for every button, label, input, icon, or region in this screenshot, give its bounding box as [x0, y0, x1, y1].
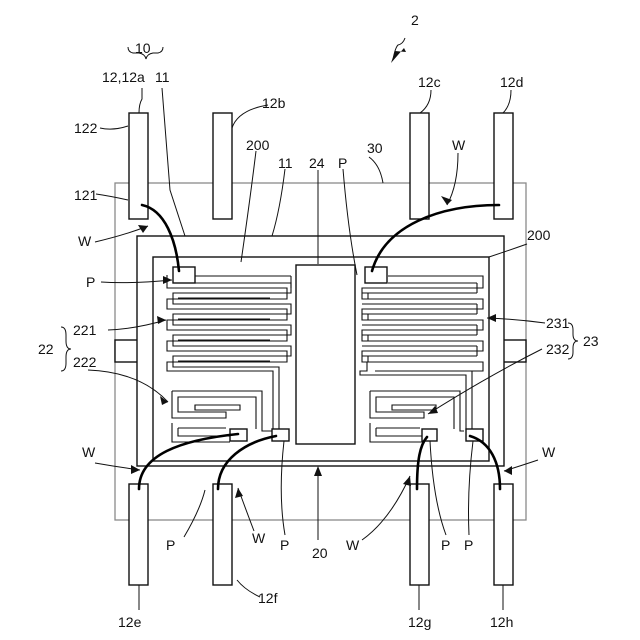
- lead-12e: [129, 484, 148, 585]
- label-200-left: 200: [246, 137, 270, 153]
- pad-p2: [365, 267, 387, 283]
- label-23: 23: [583, 333, 599, 349]
- lead-12h: [494, 484, 513, 585]
- label-231: 231: [546, 315, 570, 331]
- lead-12c: [410, 113, 429, 219]
- label-p-1: P: [166, 537, 175, 553]
- label-p-2: P: [280, 537, 289, 553]
- label-w-low-right: W: [542, 444, 556, 460]
- label-w-top-right: W: [452, 137, 466, 153]
- label-12d: 12d: [500, 74, 523, 90]
- label-p-top: P: [338, 155, 347, 171]
- label-11-mid: 11: [278, 155, 293, 171]
- label-12h: 12h: [490, 614, 513, 630]
- label-w-bottom-1: W: [252, 530, 266, 546]
- label-20: 20: [312, 545, 328, 561]
- figure-number: 2: [411, 12, 419, 28]
- label-121: 121: [74, 187, 98, 203]
- label-p-3: P: [441, 537, 450, 553]
- label-122: 122: [74, 120, 98, 136]
- label-12b: 12b: [262, 95, 286, 111]
- label-12g: 12g: [408, 614, 431, 630]
- label-200-right: 200: [527, 227, 551, 243]
- label-w-bottom-2: W: [346, 537, 360, 553]
- label-12-12a: 12,12a: [102, 69, 145, 85]
- label-12c: 12c: [418, 74, 441, 90]
- label-p-4: P: [464, 537, 473, 553]
- label-w-left: W: [78, 233, 92, 249]
- label-p-left: P: [86, 274, 95, 290]
- lead-12b: [213, 113, 232, 219]
- pad-p1: [173, 267, 195, 283]
- lead-12g: [410, 484, 429, 585]
- pad-p6: [466, 429, 483, 441]
- label-222: 222: [73, 354, 97, 370]
- label-10: 10: [135, 40, 151, 56]
- label-w-low-left: W: [82, 444, 96, 460]
- label-24: 24: [309, 155, 325, 171]
- lead-12f: [213, 484, 232, 585]
- label-12e: 12e: [118, 614, 142, 630]
- label-30: 30: [367, 140, 383, 156]
- label-11-top: 11: [155, 69, 170, 85]
- lead-12d: [494, 113, 513, 219]
- label-221: 221: [73, 322, 97, 338]
- lead-12a: [129, 113, 148, 219]
- label-12f: 12f: [258, 590, 278, 606]
- label-22: 22: [38, 341, 54, 357]
- label-232: 232: [546, 341, 570, 357]
